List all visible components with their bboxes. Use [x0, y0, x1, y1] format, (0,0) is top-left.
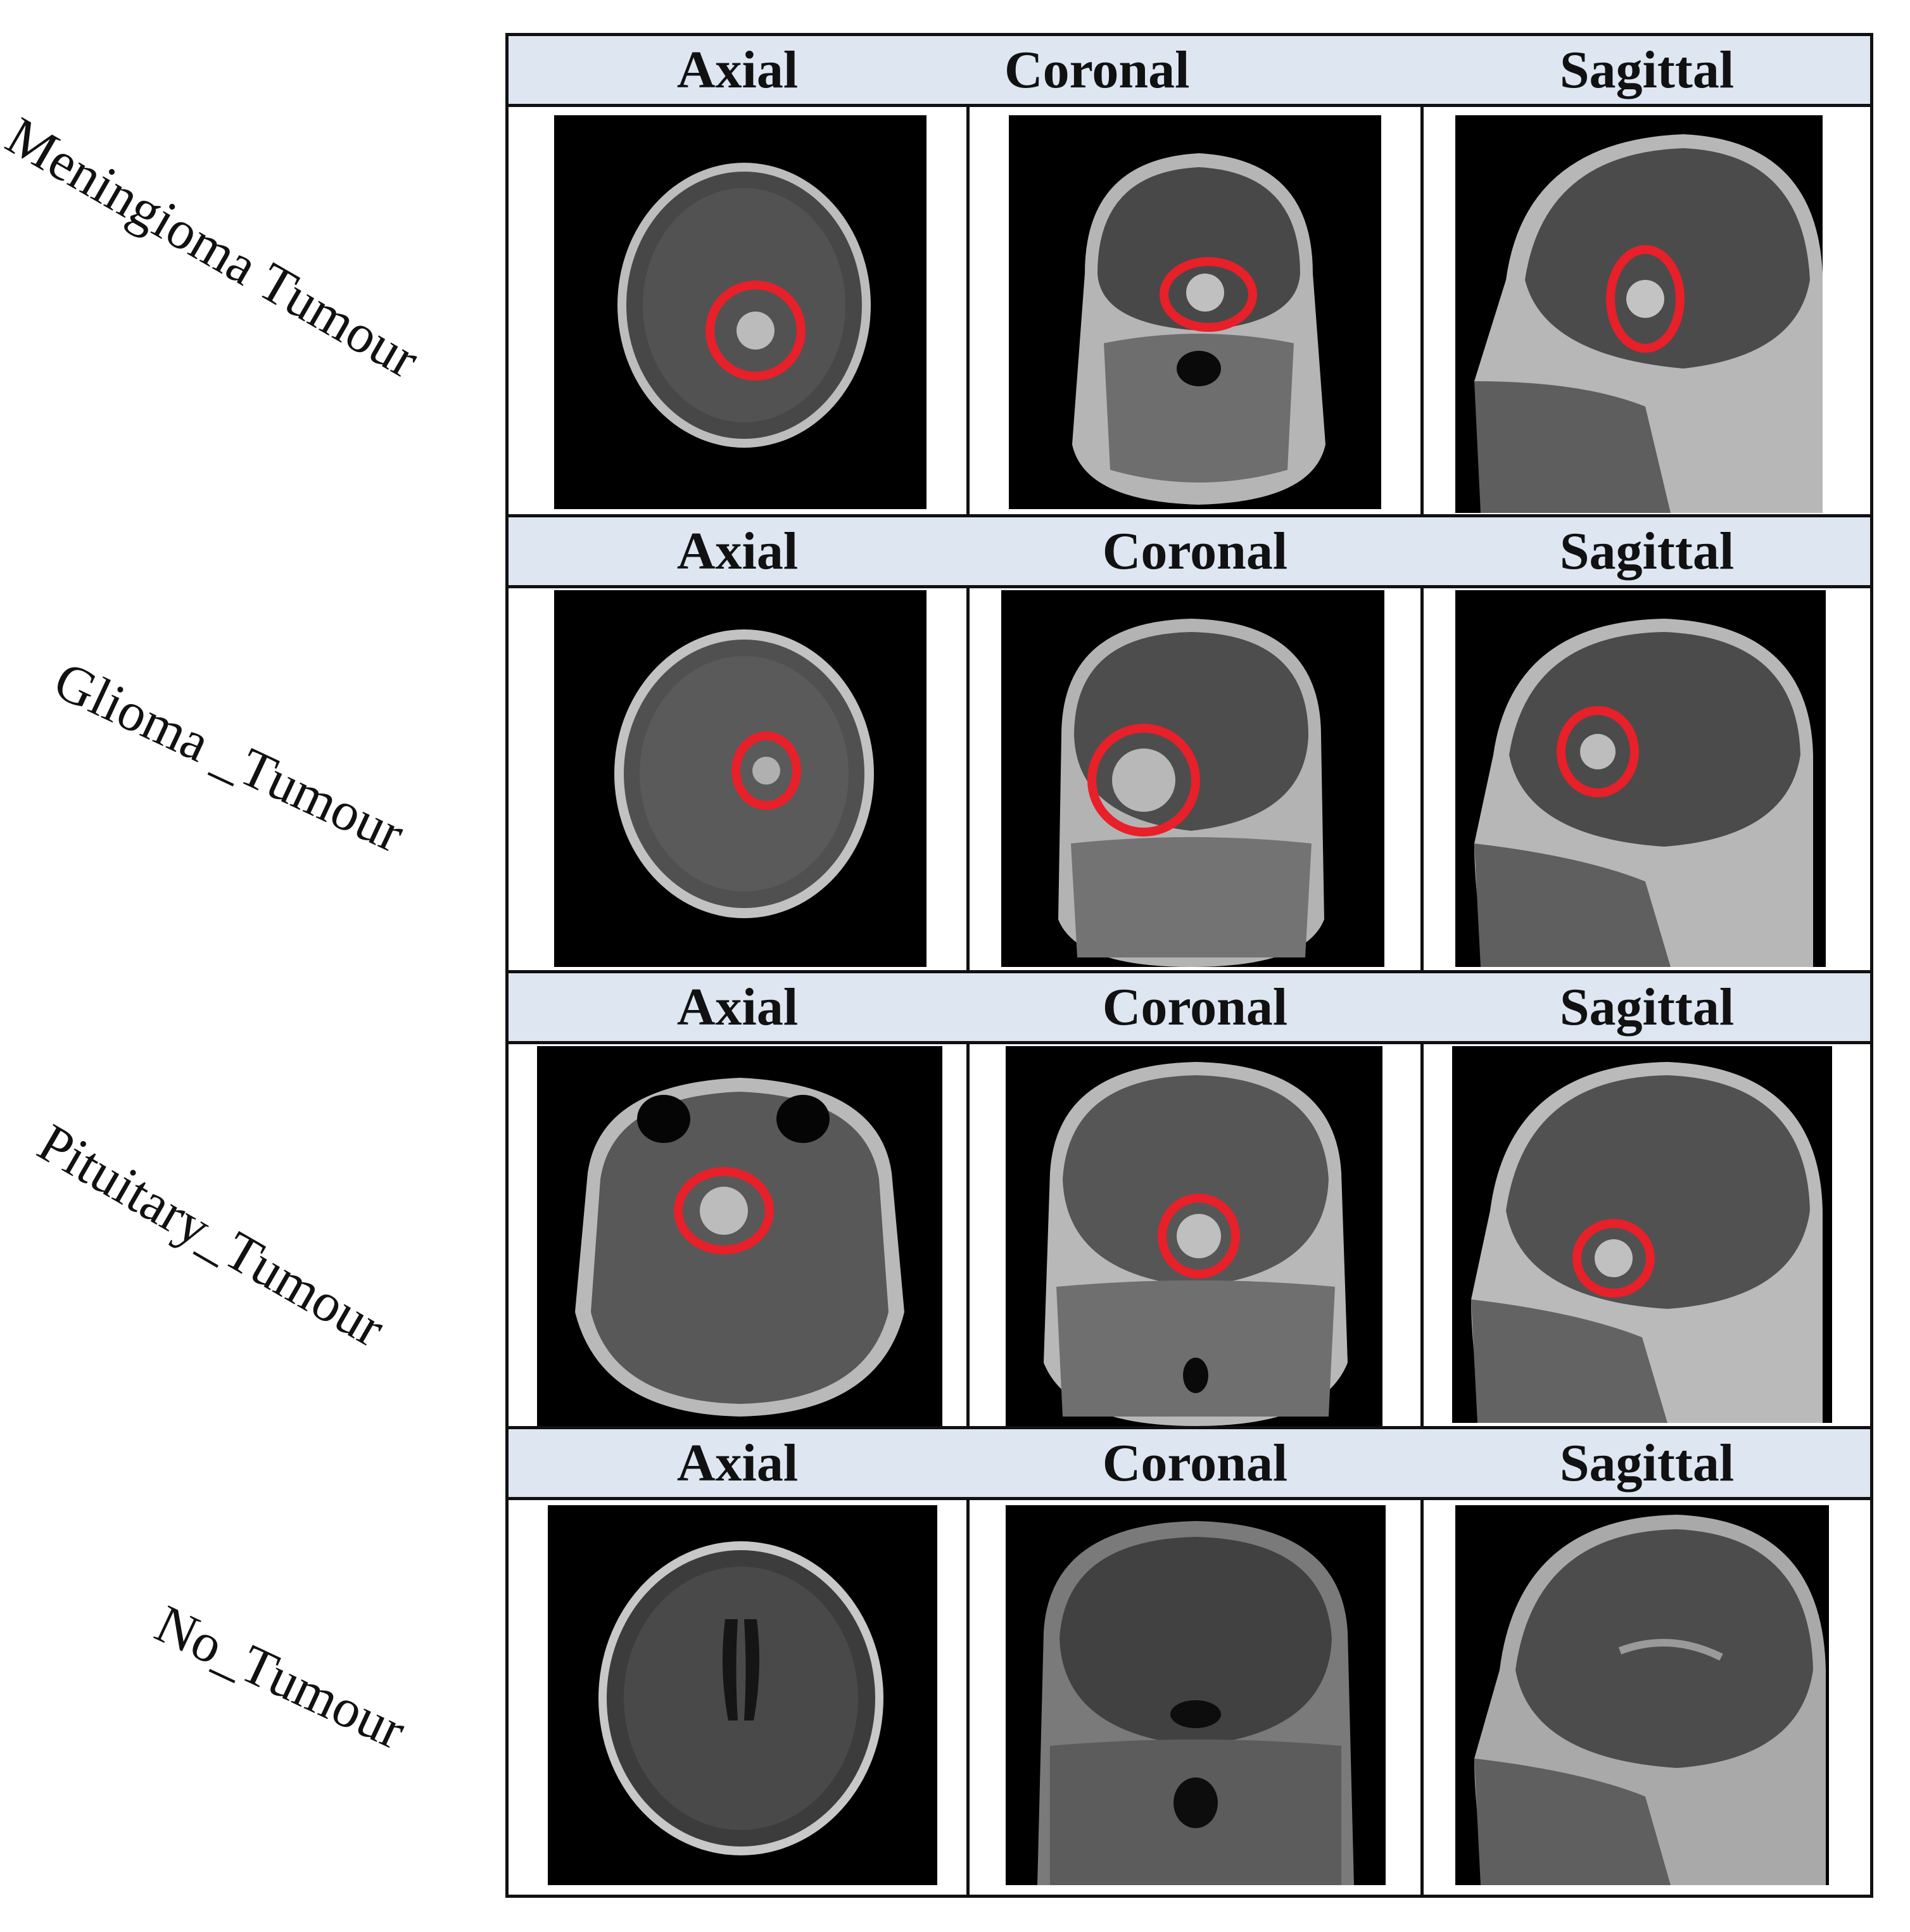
header-row: Axial Coronal Sagittal [509, 517, 1870, 588]
tumour-marker [1158, 1194, 1240, 1279]
section-no-tumour: Axial Coronal Sagittal [509, 1429, 1870, 1895]
header-axial: Axial [676, 41, 799, 99]
section-meningioma: Axial Coronal Sagittal [509, 36, 1870, 517]
scan-glioma-axial [554, 590, 927, 967]
scan-meningioma-coronal [1009, 115, 1381, 509]
section-glioma: Axial Coronal Sagittal [509, 517, 1870, 973]
scan-no-tumour-sagittal [1455, 1505, 1829, 1885]
tumour-marker [674, 1167, 774, 1254]
row-label-pituitary: Pituitary_Tumour [28, 1111, 395, 1359]
section-divider [509, 514, 1870, 517]
scan-pituitary-coronal [1006, 1046, 1382, 1426]
scan-meningioma-axial [554, 115, 927, 509]
section-divider [509, 970, 1870, 973]
header-axial: Axial [676, 978, 799, 1037]
scan-pituitary-axial [537, 1046, 942, 1426]
scan-no-tumour-axial [548, 1505, 937, 1885]
header-sagittal: Sagittal [1559, 978, 1735, 1037]
tumour-marker [1160, 257, 1257, 332]
tumour-marker [1606, 245, 1685, 353]
scan-glioma-sagittal [1455, 590, 1826, 967]
header-axial: Axial [676, 1434, 799, 1493]
row-label-glioma: Glioma _Tumour [45, 649, 414, 864]
scan-no-tumour-coronal [1006, 1505, 1386, 1885]
header-coronal: Coronal [1004, 41, 1190, 99]
header-sagittal: Sagittal [1559, 522, 1735, 581]
header-row: Axial Coronal Sagittal [509, 1429, 1870, 1500]
mri-grid: Axial Coronal Sagittal [505, 33, 1873, 1898]
section-divider [509, 1426, 1870, 1429]
tumour-marker [731, 731, 801, 810]
scan-glioma-coronal [1001, 590, 1384, 967]
scan-pituitary-sagittal [1452, 1046, 1832, 1423]
column-divider [1420, 36, 1424, 1895]
row-label-no-tumour: No_Tumour [146, 1593, 415, 1761]
header-sagittal: Sagittal [1559, 1434, 1735, 1493]
column-divider [966, 36, 970, 1895]
tumour-marker [1572, 1219, 1655, 1297]
tumour-marker [1087, 724, 1200, 837]
header-coronal: Coronal [1102, 1434, 1288, 1493]
scan-meningioma-sagittal [1455, 115, 1823, 513]
section-pituitary: Axial Coronal Sagittal [509, 973, 1870, 1429]
tumour-marker [705, 281, 806, 381]
header-coronal: Coronal [1102, 522, 1288, 581]
header-coronal: Coronal [1102, 978, 1288, 1037]
row-label-meningioma: Meningioma Tumour [0, 104, 429, 390]
header-row: Axial Coronal Sagittal [509, 36, 1870, 107]
header-axial: Axial [676, 522, 799, 581]
tumour-marker [1557, 706, 1639, 797]
header-row: Axial Coronal Sagittal [509, 973, 1870, 1044]
header-sagittal: Sagittal [1559, 41, 1735, 99]
